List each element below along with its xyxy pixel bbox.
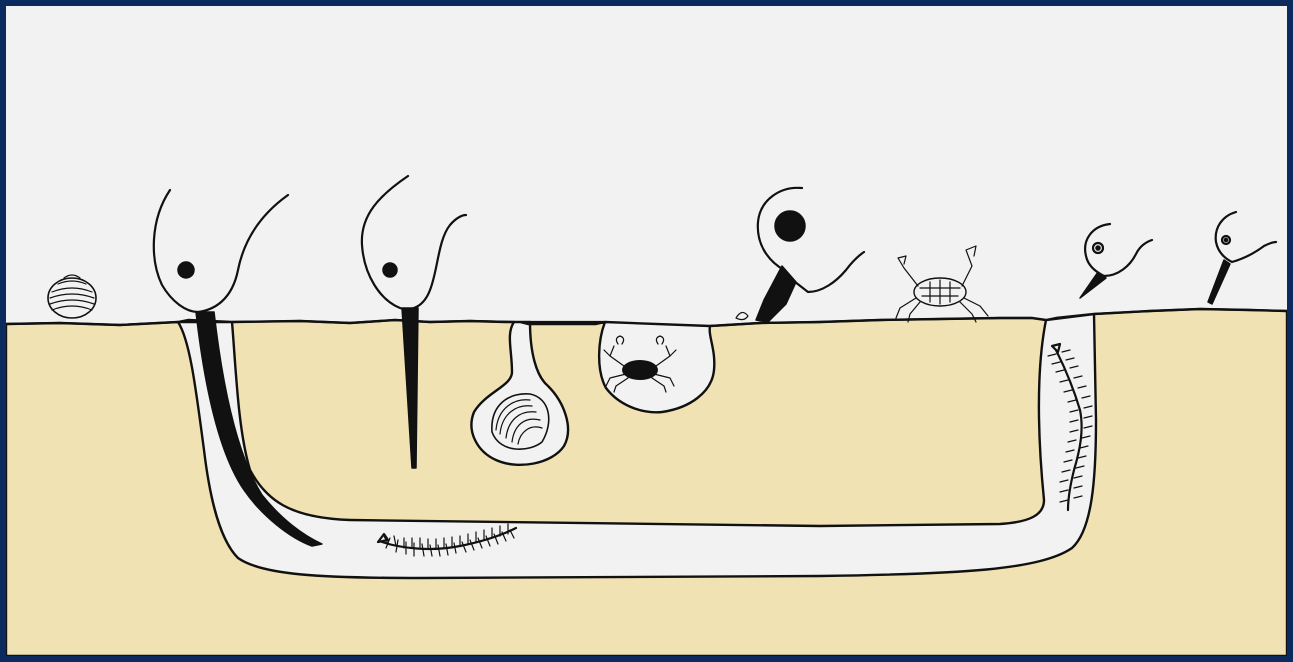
shorebird-small-icon: [1208, 212, 1276, 304]
shorebird-short-bill-icon: [1080, 224, 1152, 298]
clam-shell-icon: [48, 275, 96, 318]
crab-on-surface-icon: [896, 246, 988, 322]
plover-icon: [736, 188, 864, 322]
worm-in-tunnel-icon: [378, 524, 516, 556]
crab-in-burrow-icon: [604, 336, 676, 392]
worm-vertical-icon: [1048, 344, 1092, 510]
clam-in-burrow-icon: [492, 394, 549, 449]
